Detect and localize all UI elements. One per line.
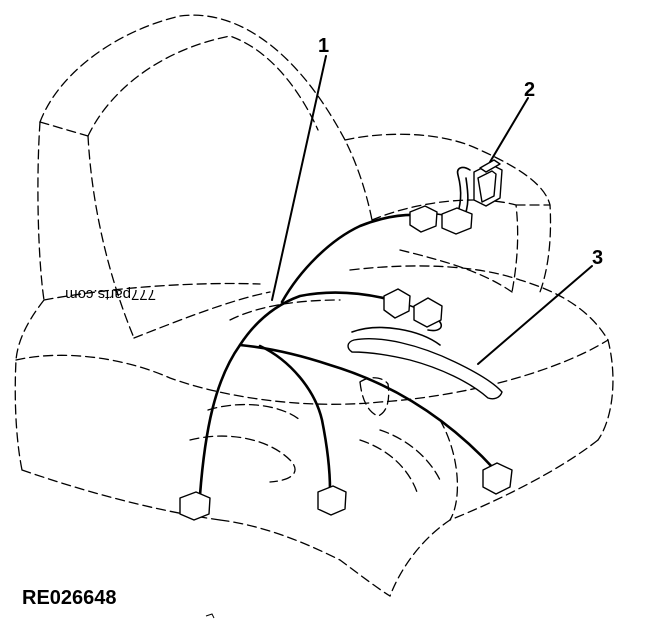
callout-1: 1 xyxy=(318,35,329,57)
connector-mid-left xyxy=(383,288,411,319)
connector-bottom-right xyxy=(482,462,513,495)
callout-2: 2 xyxy=(524,79,535,101)
seat-cushion-outline xyxy=(14,265,614,597)
callout-leaders xyxy=(271,55,593,365)
seat-armrest-outline xyxy=(344,133,552,293)
figure-reference-code: RE026648 xyxy=(22,587,117,609)
leader-line-1 xyxy=(271,55,327,301)
connector-upper-left xyxy=(409,205,438,233)
leader-line-2 xyxy=(489,97,529,163)
connector-upper-right xyxy=(441,207,473,235)
callout-3: 3 xyxy=(592,247,603,269)
connector-bottom-center xyxy=(317,485,347,516)
scan-mark xyxy=(205,613,215,619)
watermark: 777parts.com xyxy=(65,286,156,303)
seat-switch xyxy=(473,159,503,207)
harness-strap xyxy=(347,326,503,400)
seat-backrest-outline xyxy=(37,14,373,339)
connector-mid-right xyxy=(413,297,443,328)
leader-line-3 xyxy=(477,265,593,365)
connectors xyxy=(179,205,513,521)
connector-bottom-left xyxy=(179,491,211,521)
